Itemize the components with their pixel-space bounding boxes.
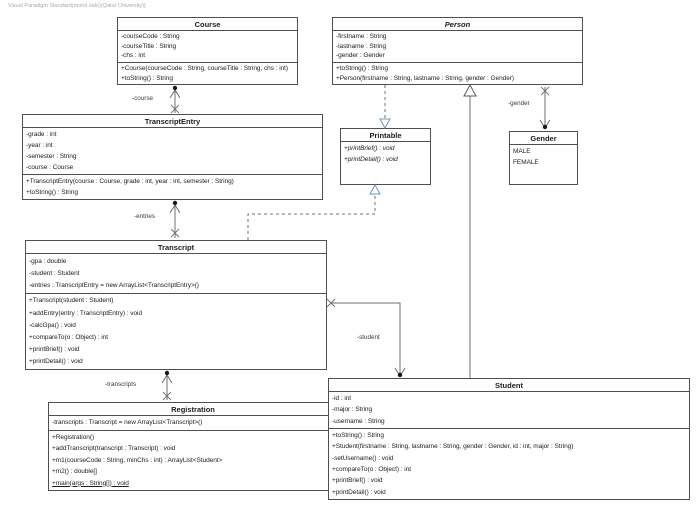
class-title: Registration — [49, 403, 337, 416]
method: +addEntry(entry : TranscriptEntry) : voi… — [29, 309, 143, 317]
method: +printBrief() : void — [332, 477, 383, 485]
association-gender[interactable] — [539, 86, 551, 130]
method: +toString() : String — [332, 432, 384, 440]
attribute: -entries : TranscriptEntry = new ArrayLi… — [29, 282, 199, 290]
generalization-student-person[interactable] — [463, 83, 477, 378]
attribute: -transcripts : Transcript = new ArrayLis… — [52, 419, 203, 427]
realization-person-printable[interactable] — [379, 85, 391, 130]
class-title: Person — [333, 18, 582, 31]
association-end-dot — [397, 372, 403, 378]
attribute: -username : String — [332, 417, 385, 425]
non-navigable-x-icon — [162, 391, 172, 401]
association-transcripts[interactable] — [161, 370, 173, 401]
association-label-student: -student — [357, 334, 380, 341]
attribute: -grade : int — [26, 131, 57, 138]
attribute: -major : String — [332, 406, 373, 414]
method: +m1(courseCode : String, minChs : int) :… — [52, 456, 223, 464]
method: +printBrief() : void — [344, 145, 395, 152]
association-end-dot — [172, 85, 178, 91]
class-registration[interactable]: Registration -transcripts : Transcript =… — [48, 402, 338, 491]
generalization-triangle-icon — [463, 83, 477, 97]
attribute: -id : int — [332, 395, 352, 403]
non-navigable-x-icon — [170, 228, 180, 238]
enum-literal: MALE — [513, 148, 531, 155]
method: +toString() : String — [121, 74, 173, 82]
association-end-dot — [172, 200, 178, 206]
method: +compareTo(o : Object) : int — [29, 333, 108, 341]
method: +Transcript(student : Student) — [29, 297, 114, 305]
attribute: -gpa : double — [29, 257, 67, 265]
class-title: Transcript — [26, 241, 326, 254]
attribute: -year : int — [26, 142, 53, 149]
enum-literal: FEMALE — [513, 159, 539, 166]
method: +Registration() — [52, 433, 95, 441]
association-end-dot — [542, 124, 548, 130]
attribute: -lastname : String — [336, 42, 387, 50]
attribute: -gender : Gender — [336, 52, 385, 60]
association-label-gender: -gender — [508, 100, 530, 107]
attribute: -chs : int — [121, 52, 146, 60]
method: +printDetail() : void — [29, 358, 83, 366]
watermark: Visual Paradigm Standard(mohd sale)(Qata… — [8, 3, 146, 9]
method: +toString() : String — [336, 65, 388, 73]
class-title: Printable — [341, 129, 430, 142]
non-navigable-x-icon — [326, 298, 336, 308]
association-label-entries: -entries — [134, 213, 155, 220]
method: +Person(firstname : String, lastname : S… — [336, 74, 515, 82]
association-label-course: -course — [132, 95, 153, 102]
association-end-dot — [164, 370, 170, 376]
class-title: Course — [118, 18, 297, 31]
non-navigable-x-icon — [170, 104, 180, 114]
attribute: -course : Course — [26, 164, 74, 171]
class-title: Gender — [510, 132, 577, 145]
class-course[interactable]: Course -courseCode : String -courseTitle… — [117, 17, 298, 85]
attribute: -firstname : String — [336, 33, 387, 41]
class-transcript[interactable]: Transcript -gpa : double -student : Stud… — [25, 240, 327, 370]
method-static-main: +main(args : String[]) : void — [52, 479, 129, 487]
association-course[interactable] — [169, 85, 181, 114]
method: +toString() : String — [26, 189, 78, 196]
attribute: -student : Student — [29, 269, 80, 277]
class-student[interactable]: Student -id : int -major : String -usern… — [328, 378, 690, 500]
method: +addTranscript(transcript : Transcript) … — [52, 445, 176, 453]
attribute: -semester : String — [26, 153, 77, 160]
method: -calcGpa() : void — [29, 321, 76, 329]
class-transcript-entry[interactable]: TranscriptEntry -grade : int -year : int… — [22, 114, 323, 200]
enum-gender[interactable]: Gender MALE FEMALE — [509, 131, 578, 185]
association-label-transcripts: -transcripts — [105, 381, 137, 388]
method: +Student(firstname : String, lastname : … — [332, 443, 574, 451]
class-title: Student — [329, 379, 689, 392]
realization-triangle-icon — [379, 118, 391, 130]
method: +printDetail() : void — [344, 156, 398, 163]
method: +printDetail() : void — [332, 488, 386, 496]
method: +m2() : double[] — [52, 468, 97, 476]
attribute: -courseTitle : String — [121, 42, 177, 50]
attribute: -courseCode : String — [121, 33, 180, 41]
interface-printable[interactable]: Printable +printBrief() : void +printDet… — [340, 128, 431, 185]
non-navigable-x-icon — [540, 86, 550, 96]
class-person[interactable]: Person -firstname : String -lastname : S… — [332, 17, 583, 85]
association-entries[interactable] — [169, 200, 181, 238]
method: +printBrief() : void — [29, 346, 80, 354]
method: +Course(courseCode : String, courseTitle… — [121, 65, 289, 73]
method: -setUsername() : void — [332, 454, 394, 462]
class-title: TranscriptEntry — [23, 115, 322, 128]
realization-triangle-icon — [369, 183, 381, 195]
method: +compareTo(o : Object) : int — [332, 466, 411, 474]
method: +TranscriptEntry(course : Course, grade … — [26, 178, 234, 185]
